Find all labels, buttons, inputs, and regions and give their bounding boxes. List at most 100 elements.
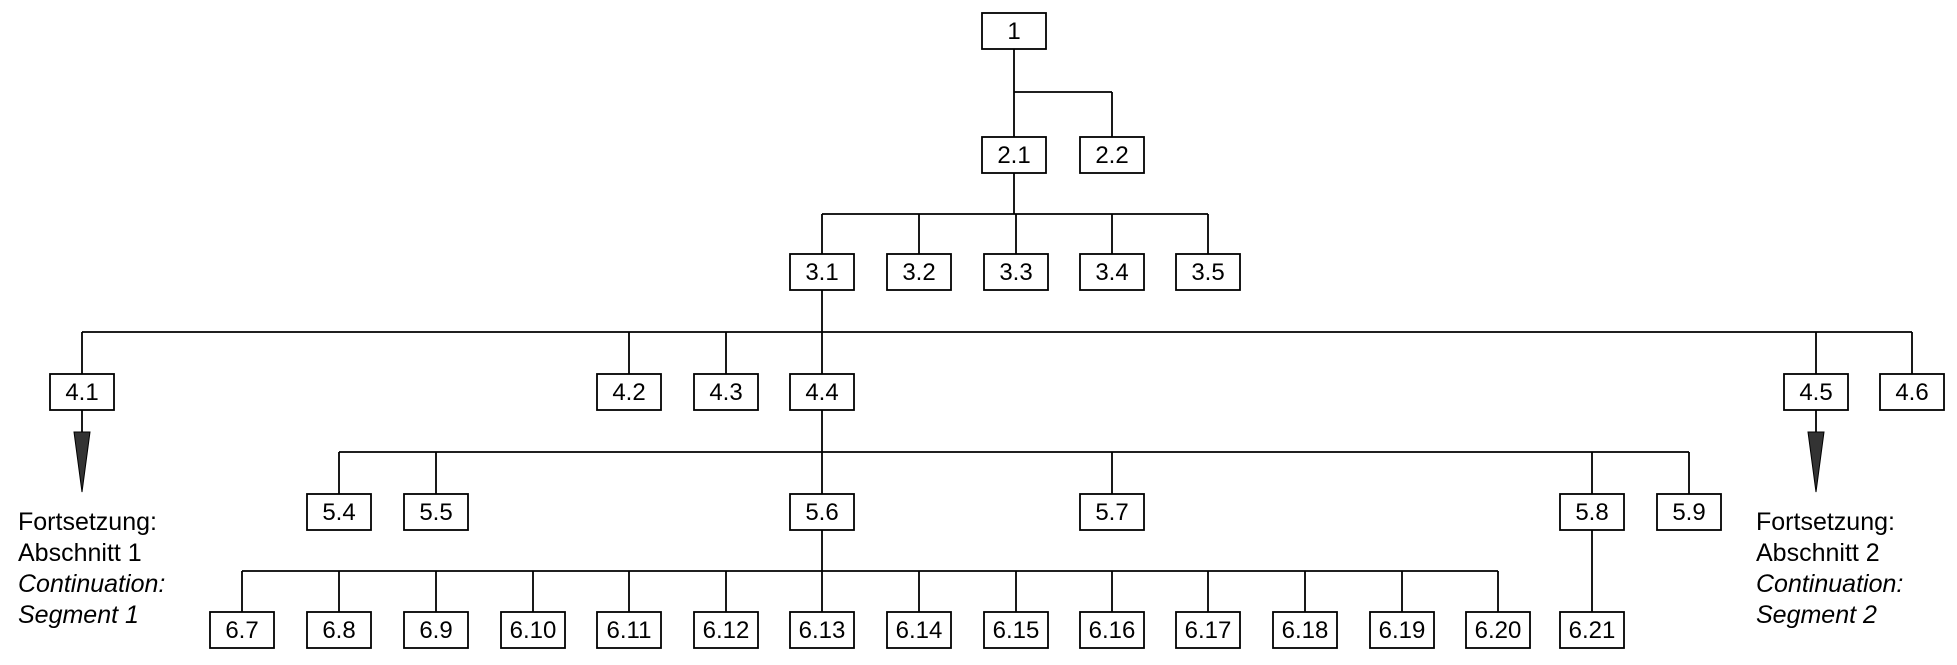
node-label: 5.5 xyxy=(419,499,452,526)
node-box xyxy=(1879,373,1945,411)
node-label: 1 xyxy=(1007,18,1020,45)
node-label: 4.2 xyxy=(612,379,645,406)
node-label: 6.12 xyxy=(703,617,750,644)
node-label: 3.1 xyxy=(805,259,838,286)
node-6-18: 6.18 xyxy=(1272,611,1338,649)
continuation-line: Abschnitt 1 xyxy=(18,539,142,567)
node-box xyxy=(983,253,1049,291)
node-4-4: 4.4 xyxy=(789,373,855,411)
continuation-line: Continuation: xyxy=(18,570,165,598)
node-box xyxy=(983,611,1049,649)
node-box xyxy=(1559,493,1625,531)
node-6-8: 6.8 xyxy=(306,611,372,649)
node-6-9: 6.9 xyxy=(403,611,469,649)
node-5-4: 5.4 xyxy=(306,493,372,531)
node-5-7: 5.7 xyxy=(1079,493,1145,531)
node-label: 3.2 xyxy=(902,259,935,286)
node-box xyxy=(1783,373,1849,411)
continuation-line: Segment 2 xyxy=(1756,601,1877,629)
node-6-15: 6.15 xyxy=(983,611,1049,649)
connector-lines xyxy=(81,49,1913,612)
node-box xyxy=(789,253,855,291)
node-box xyxy=(789,373,855,411)
node-label: 6.17 xyxy=(1185,617,1232,644)
node-label: 4.6 xyxy=(1895,379,1928,406)
node-box xyxy=(1079,493,1145,531)
node-label: 6.11 xyxy=(607,617,652,644)
continuation-line: Continuation: xyxy=(1756,570,1903,598)
continuation-2: Fortsetzung:Abschnitt 2Continuation:Segm… xyxy=(1756,410,1903,629)
node-5-8: 5.8 xyxy=(1559,493,1625,531)
node-label: 6.21 xyxy=(1569,617,1616,644)
node-6-17: 6.17 xyxy=(1175,611,1241,649)
node-box xyxy=(306,611,372,649)
node-box xyxy=(209,611,275,649)
node-2-1: 2.1 xyxy=(981,136,1047,174)
node-box xyxy=(693,373,759,411)
continuation-line: Abschnitt 2 xyxy=(1756,539,1880,567)
node-label: 6.15 xyxy=(993,617,1040,644)
node-2-2: 2.2 xyxy=(1079,136,1145,174)
node-3-1: 3.1 xyxy=(789,253,855,291)
node-box xyxy=(886,611,952,649)
node-box xyxy=(1272,611,1338,649)
node-6-19: 6.19 xyxy=(1369,611,1435,649)
node-label: 3.5 xyxy=(1191,259,1224,286)
node-6-20: 6.20 xyxy=(1465,611,1531,649)
node-box xyxy=(981,12,1047,50)
node-label: 6.19 xyxy=(1379,617,1426,644)
node-box xyxy=(1656,493,1722,531)
node-label: 6.14 xyxy=(896,617,943,644)
node-label: 4.3 xyxy=(709,379,742,406)
node-6-10: 6.10 xyxy=(500,611,566,649)
node-5-9: 5.9 xyxy=(1656,493,1722,531)
node-label: 6.13 xyxy=(799,617,846,644)
node-label: 5.7 xyxy=(1095,499,1128,526)
node-6-16: 6.16 xyxy=(1079,611,1145,649)
arrow-down-icon xyxy=(1807,431,1825,493)
node-4-5: 4.5 xyxy=(1783,373,1849,411)
node-4-1: 4.1 xyxy=(49,373,115,411)
node-label: 3.4 xyxy=(1095,259,1128,286)
node-label: 4.5 xyxy=(1799,379,1832,406)
node-box xyxy=(789,611,855,649)
node-box xyxy=(1079,253,1145,291)
node-box xyxy=(1175,611,1241,649)
node-6-21: 6.21 xyxy=(1559,611,1625,649)
node-label: 6.18 xyxy=(1282,617,1329,644)
node-6-14: 6.14 xyxy=(886,611,952,649)
node-4-6: 4.6 xyxy=(1879,373,1945,411)
node-box xyxy=(1079,136,1145,174)
node-box xyxy=(49,373,115,411)
node-box xyxy=(596,373,662,411)
node-label: 4.1 xyxy=(65,379,98,406)
node-6-13: 6.13 xyxy=(789,611,855,649)
node-label: 4.4 xyxy=(805,379,838,406)
node-box xyxy=(886,253,952,291)
node-box xyxy=(500,611,566,649)
node-box xyxy=(1175,253,1241,291)
node-box xyxy=(1465,611,1531,649)
continuation-line: Fortsetzung: xyxy=(18,508,157,536)
node-label: 6.8 xyxy=(322,617,355,644)
arrow-down-icon xyxy=(73,431,91,493)
node-box xyxy=(596,611,662,649)
node-3-2: 3.2 xyxy=(886,253,952,291)
node-box xyxy=(1369,611,1435,649)
node-6-7: 6.7 xyxy=(209,611,275,649)
node-4-2: 4.2 xyxy=(596,373,662,411)
node-label: 6.20 xyxy=(1475,617,1522,644)
node-label: 5.9 xyxy=(1672,499,1705,526)
node-label: 5.6 xyxy=(805,499,838,526)
node-1: 1 xyxy=(981,12,1047,50)
node-label: 5.4 xyxy=(322,499,355,526)
node-6-12: 6.12 xyxy=(693,611,759,649)
node-5-6: 5.6 xyxy=(789,493,855,531)
node-4-3: 4.3 xyxy=(693,373,759,411)
node-box xyxy=(1079,611,1145,649)
node-label: 5.8 xyxy=(1575,499,1608,526)
continuation-1: Fortsetzung:Abschnitt 1Continuation:Segm… xyxy=(18,410,165,629)
node-box xyxy=(981,136,1047,174)
